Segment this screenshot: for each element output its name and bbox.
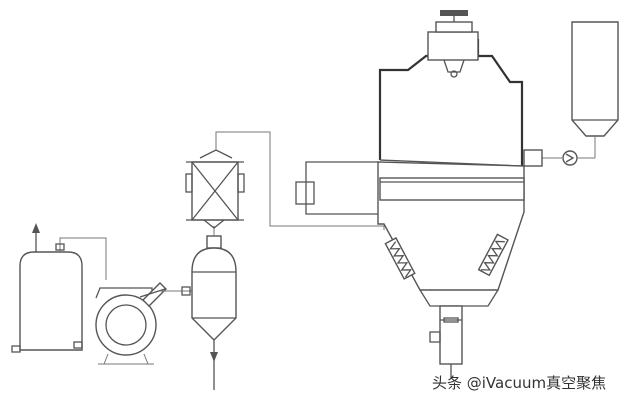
left-tank — [11, 243, 83, 353]
feed-inlet-box — [523, 149, 543, 167]
atomizer-motor — [427, 10, 479, 78]
separator-vessel — [191, 235, 237, 352]
watermark-caption: 头条 @iVacuum真空聚焦 — [432, 374, 607, 392]
pipe-filter-exhaust — [215, 131, 385, 230]
pipe-tank-to-pump — [59, 237, 107, 280]
product-discharge — [429, 305, 463, 378]
bag-filter — [185, 149, 245, 229]
heater-coil-icon — [384, 233, 509, 280]
hot-air-duct — [295, 161, 378, 215]
down-arrow-icon — [210, 352, 218, 390]
pump-icon — [95, 282, 167, 365]
up-arrow-icon — [32, 223, 40, 252]
feed-tank — [571, 21, 619, 158]
valve-icon — [562, 150, 578, 166]
